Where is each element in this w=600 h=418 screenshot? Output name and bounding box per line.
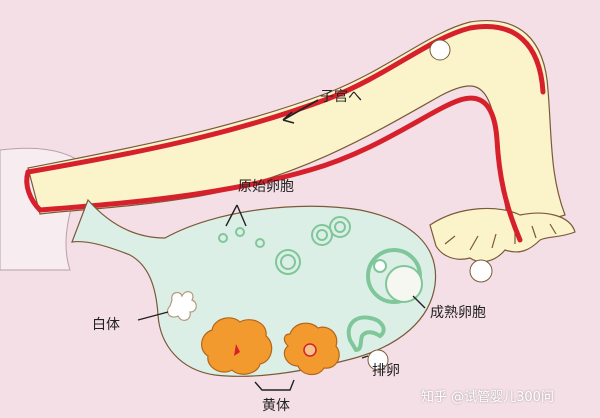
fallopian-tube [27, 20, 566, 233]
label-mature-follicle: 成熟卵胞 [430, 305, 486, 321]
mature-follicle-shape [366, 248, 423, 304]
label-uterus-direction: 子宫へ [320, 89, 362, 105]
tube-lining-top [25, 24, 546, 175]
label-primordial-follicle: 原始卵胞 [238, 179, 294, 195]
uterus-arrow [282, 99, 319, 124]
primordial-follicles [218, 227, 265, 248]
fimbriae [429, 207, 576, 263]
corpus-luteum-shapes [201, 317, 340, 376]
corpus-albicans-shape [166, 291, 197, 321]
ruptured-follicle [346, 315, 386, 353]
ovum-near-fimbriae [469, 259, 493, 283]
growing-follicles [275, 216, 351, 275]
tube-lining-left [24, 169, 43, 213]
released-ovum [367, 349, 389, 371]
leader-lines [137, 204, 426, 391]
label-corpus-luteum: 黄体 [262, 398, 290, 414]
label-corpus-albicans: 白体 [92, 317, 120, 333]
watermark: 知乎 @试管婴儿300问 [421, 390, 554, 405]
label-ovulation: 排卵 [372, 363, 400, 379]
ovum-in-tube [429, 39, 451, 61]
tube-lining-bottom [37, 95, 523, 243]
ovary [71, 198, 437, 377]
